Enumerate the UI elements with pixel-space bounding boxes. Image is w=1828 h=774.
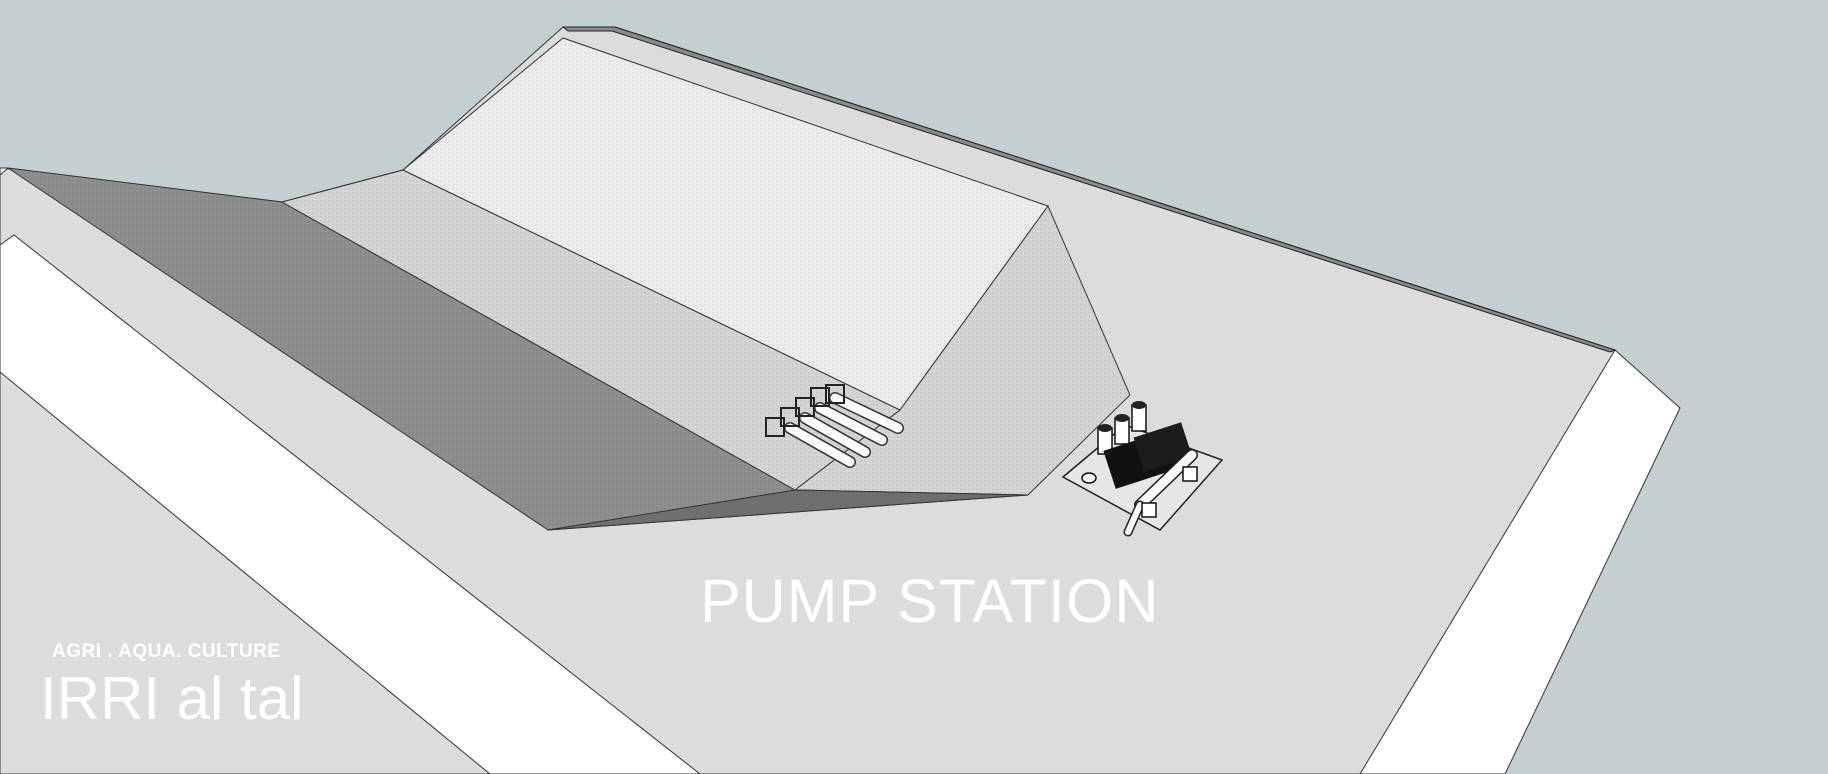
pump-machinery <box>1081 401 1198 537</box>
reservoir-bottom-wedge <box>547 489 1029 531</box>
brand-tagline: AGRI . AQUA. CULTURE <box>52 641 281 662</box>
embankment-right-face <box>1359 349 1681 774</box>
platform-back-edge <box>561 26 1617 353</box>
brand-name: IRRI al tal <box>40 665 304 732</box>
intake-pipes <box>765 384 904 468</box>
embankment-top-edge <box>0 167 10 176</box>
scene-caption: PUMP STATION <box>700 567 1160 635</box>
embankment-front-face <box>0 234 701 774</box>
reservoir-end-slope <box>793 204 1131 496</box>
